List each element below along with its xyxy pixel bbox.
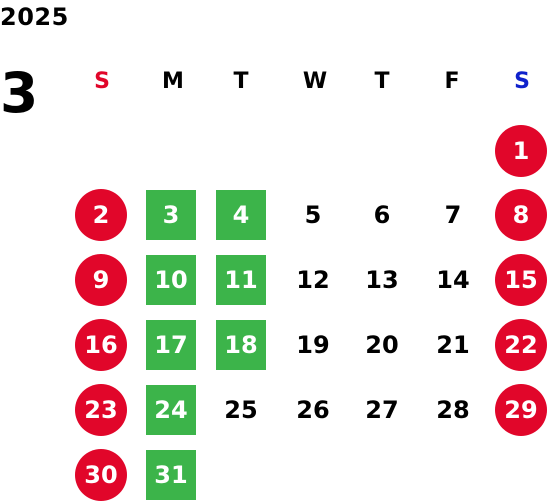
calendar-day-29: 29 xyxy=(495,384,547,436)
weekday-thursday: T xyxy=(374,69,390,94)
calendar-day-6: 6 xyxy=(373,201,391,229)
calendar-day-19: 19 xyxy=(296,331,330,359)
calendar-day-8: 8 xyxy=(495,189,547,241)
calendar-day-28: 28 xyxy=(436,396,470,424)
calendar-day-26: 26 xyxy=(296,396,330,424)
calendar-day-15: 15 xyxy=(495,254,547,306)
calendar-day-20: 20 xyxy=(365,331,399,359)
weekday-sunday: S xyxy=(94,69,110,94)
calendar-year: 2025 xyxy=(0,3,69,31)
calendar-day-18: 18 xyxy=(216,320,266,370)
calendar-day-17: 17 xyxy=(146,320,196,370)
calendar-day-3: 3 xyxy=(146,190,196,240)
calendar-day-14: 14 xyxy=(436,266,470,294)
calendar-day-27: 27 xyxy=(365,396,399,424)
calendar-day-12: 12 xyxy=(296,266,330,294)
calendar-day-5: 5 xyxy=(304,201,322,229)
calendar-day-9: 9 xyxy=(75,254,127,306)
weekday-monday: M xyxy=(162,69,184,94)
calendar-day-10: 10 xyxy=(146,255,196,305)
calendar-day-13: 13 xyxy=(365,266,399,294)
calendar-day-23: 23 xyxy=(75,384,127,436)
calendar-day-7: 7 xyxy=(444,201,462,229)
calendar-day-2: 2 xyxy=(75,189,127,241)
calendar-day-1: 1 xyxy=(495,125,547,177)
weekday-friday: F xyxy=(444,69,460,94)
calendar-day-30: 30 xyxy=(75,449,127,501)
calendar-day-21: 21 xyxy=(436,331,470,359)
calendar-day-11: 11 xyxy=(216,255,266,305)
calendar-day-31: 31 xyxy=(146,450,196,500)
calendar-month: 3 xyxy=(0,61,39,125)
weekday-header-row: S M T W T F S xyxy=(0,62,548,102)
calendar-day-22: 22 xyxy=(495,319,547,371)
calendar-day-24: 24 xyxy=(146,385,196,435)
weekday-wednesday: W xyxy=(302,69,328,94)
calendar-day-16: 16 xyxy=(75,319,127,371)
weekday-tuesday: T xyxy=(233,69,249,94)
weekday-saturday: S xyxy=(514,69,530,94)
calendar-day-4: 4 xyxy=(216,190,266,240)
calendar-day-25: 25 xyxy=(224,396,258,424)
